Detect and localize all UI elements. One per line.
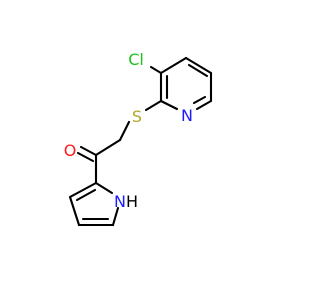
bond-ch2-carbonyl: [94, 138, 122, 157]
bond-n-c2: [159, 99, 179, 111]
bond-c6-n-inner: [192, 95, 207, 105]
sulfur-label: S: [132, 107, 142, 126]
chlorine-label: Cl: [128, 50, 144, 69]
bond-c6-n: [195, 99, 213, 111]
bond-c4-c5: [184, 56, 213, 75]
bond-c2-s: [144, 99, 163, 112]
bond-pc4-pc3: [68, 195, 81, 227]
bond-c3-cl: [149, 65, 163, 75]
bond-pc3-pc2: [68, 181, 98, 199]
bond-s-ch2: [118, 120, 131, 142]
bond-carbonyl-o-double: [76, 151, 95, 163]
bond-nh-pc5: [111, 206, 120, 227]
bond-carbonyl-o: [79, 145, 98, 157]
molecule-canvas: Cl S N O N H: [64, 50, 213, 227]
oxygen-label: O: [64, 141, 77, 160]
pyrrole-hydrogen-label: H: [126, 192, 138, 211]
pyridine-nitrogen-label: N: [181, 106, 193, 125]
bond-pc3-pc2-inner: [75, 188, 97, 202]
bond-c3-c4: [159, 56, 188, 75]
bond-pc2-nh: [94, 181, 114, 195]
bond-c4-c5-inner: [187, 63, 209, 78]
structure-diagram: Cl S N O N H: [64, 50, 213, 227]
pyrrole-nitrogen-label: N: [114, 192, 126, 211]
